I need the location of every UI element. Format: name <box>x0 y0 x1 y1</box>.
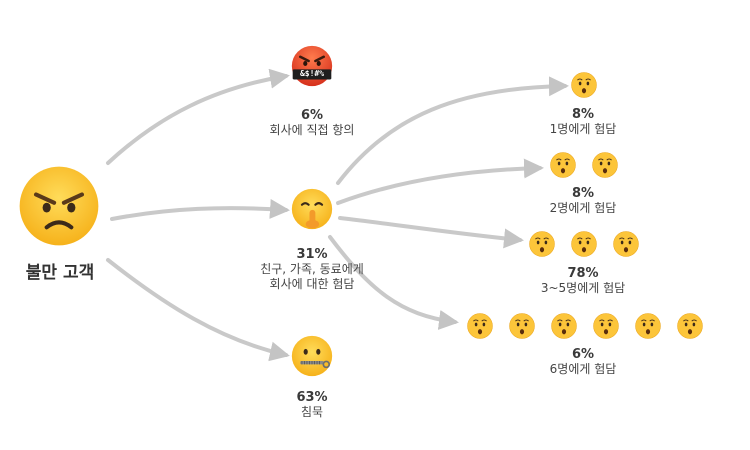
sub-branch-six-description: 6명에게 험담 <box>549 362 617 376</box>
sub-branch-three-label: 78% 3~5명에게 험담 <box>483 266 683 296</box>
sub-branch-two-percent: 8% <box>571 186 595 201</box>
sub-branch-two-faces <box>550 152 618 178</box>
branch-silent-percent: 63% <box>296 390 328 405</box>
branch-gossip-description-line2: 회사에 대한 험담 <box>269 277 355 291</box>
symbols-text: &$!#% <box>299 69 325 78</box>
arrow-gossip-to-two <box>336 158 544 205</box>
hushed-face-icon <box>571 231 597 257</box>
face-with-symbols-on-mouth-icon: &$!#% <box>291 45 333 87</box>
arrow-root-to-silent <box>106 258 290 362</box>
arrow-gossip-to-one <box>336 76 569 185</box>
sub-branch-three-faces <box>529 231 639 257</box>
branch-gossip-description-line1: 친구, 가족, 동료에게 <box>260 262 364 276</box>
branch-gossip-percent: 31% <box>296 247 328 262</box>
sub-branch-one-percent: 8% <box>571 107 595 122</box>
hushed-face-icon <box>592 152 618 178</box>
sub-branch-six-percent: 6% <box>571 347 595 362</box>
sub-branch-two-description: 2명에게 험담 <box>549 201 617 215</box>
arrow-gossip-to-six <box>328 235 459 330</box>
branch-gossip-label: 31% 친구, 가족, 동료에게 회사에 대한 험담 <box>212 247 412 292</box>
hushed-face-icon <box>529 231 555 257</box>
hushed-face-icon <box>593 313 619 339</box>
angry-face-icon <box>18 165 100 247</box>
branch-silent-description: 침묵 <box>300 405 324 419</box>
sub-branch-six-label: 6% 6명에게 험담 <box>483 347 683 377</box>
branch-complain-percent: 6% <box>300 108 324 123</box>
branch-silent-label: 63% 침묵 <box>212 390 412 420</box>
root-label: 불만 고객 <box>25 263 95 283</box>
hushed-face-icon <box>677 313 703 339</box>
branch-complain-label: 6% 회사에 직접 항의 <box>212 108 412 138</box>
zipper-mouth-face-icon <box>291 335 333 377</box>
sub-branch-three-percent: 78% <box>567 266 599 281</box>
hushed-face-icon <box>509 313 535 339</box>
hushed-face-icon <box>551 313 577 339</box>
arrow-root-to-gossip <box>110 198 290 221</box>
hushed-face-icon <box>635 313 661 339</box>
sub-branch-three-description: 3~5명에게 험담 <box>540 281 626 295</box>
arrow-gossip-to-three <box>338 216 524 249</box>
shushing-face-icon <box>291 188 333 230</box>
hushed-face-icon <box>613 231 639 257</box>
branch-complain-description: 회사에 직접 항의 <box>269 123 355 137</box>
sub-branch-one-faces <box>571 72 597 98</box>
arrow-root-to-complain <box>106 68 290 165</box>
hushed-face-icon <box>467 313 493 339</box>
sub-branch-six-faces <box>467 313 703 339</box>
hushed-face-icon <box>571 72 597 98</box>
sub-branch-two-label: 8% 2명에게 험담 <box>483 186 683 216</box>
sub-branch-one-description: 1명에게 험담 <box>549 122 617 136</box>
sub-branch-one-label: 8% 1명에게 험담 <box>483 107 683 137</box>
hushed-face-icon <box>550 152 576 178</box>
